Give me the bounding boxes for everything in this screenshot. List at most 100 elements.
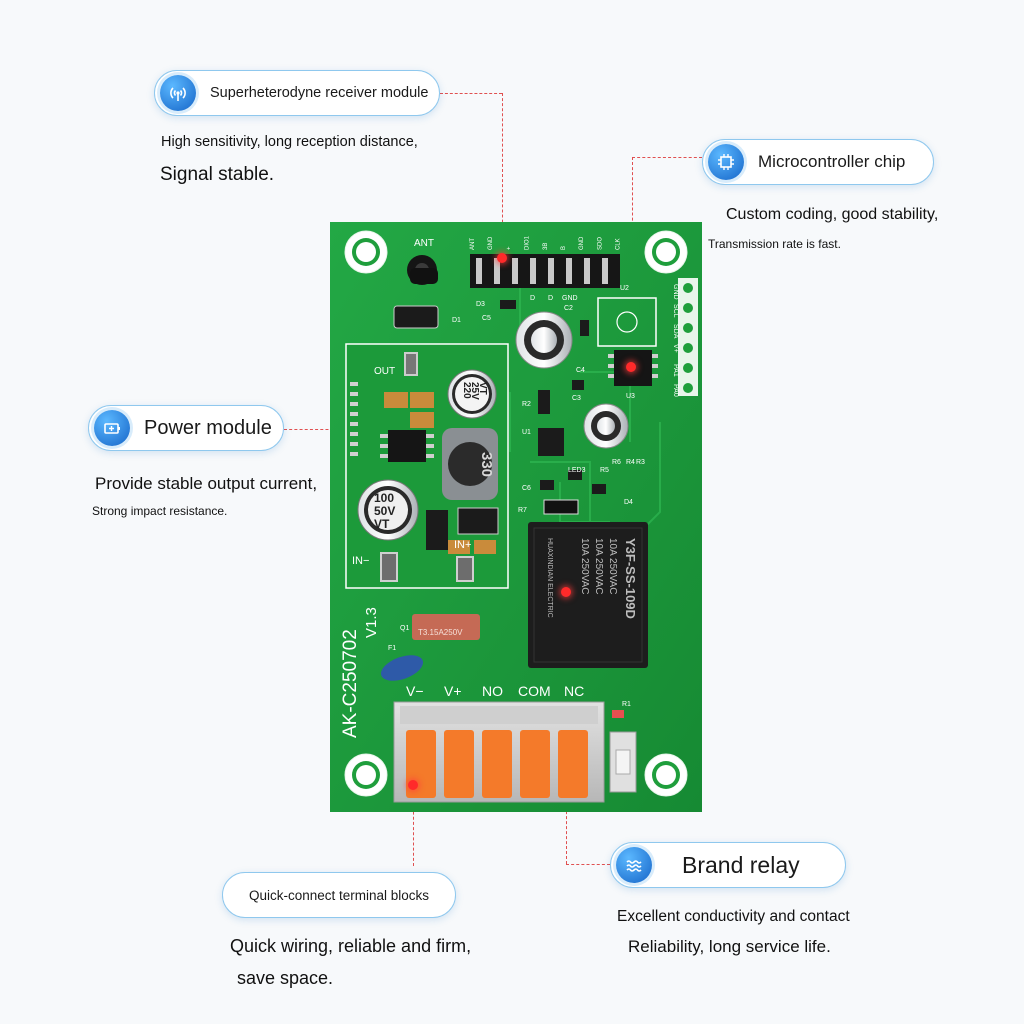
led1 bbox=[612, 710, 624, 718]
under-header-label: D bbox=[530, 295, 535, 302]
header-pin-label: 3B bbox=[543, 243, 549, 250]
designator-label: R4 bbox=[626, 459, 635, 466]
designator-label: C2 bbox=[564, 305, 573, 312]
designator-label: C3 bbox=[572, 395, 581, 402]
terminal-lever bbox=[482, 730, 512, 798]
relay-line: 10A 250VAC bbox=[579, 538, 590, 595]
relay-line: 10A 250VAC bbox=[593, 538, 604, 595]
designator-label: D1 bbox=[452, 317, 461, 324]
designator-label: R5 bbox=[600, 467, 609, 474]
designator-label: R3 bbox=[636, 459, 645, 466]
terminal-block bbox=[393, 701, 605, 803]
designator-label: D3 bbox=[476, 301, 485, 308]
cap-220-line: 25V bbox=[469, 382, 480, 400]
designator-label: R6 bbox=[612, 459, 621, 466]
cap-100-line: 50V bbox=[374, 504, 395, 518]
designator-label: R2 bbox=[522, 401, 531, 408]
designator-label: Q1 bbox=[400, 625, 409, 632]
u2-chip bbox=[597, 297, 657, 347]
relay-line2: Reliability, long service life. bbox=[628, 937, 831, 956]
fuse-f1 bbox=[412, 614, 480, 640]
fuse-text: T3.15A250V bbox=[418, 628, 463, 637]
receiver-line1: High sensitivity, long reception distanc… bbox=[161, 134, 418, 150]
designator-label: R1 bbox=[622, 701, 631, 708]
microcontroller-line2: Transmission rate is fast. bbox=[708, 237, 841, 251]
designator-label: C4 bbox=[576, 367, 585, 374]
relay bbox=[528, 522, 648, 668]
header-pin-label: GND bbox=[488, 236, 494, 250]
relay-line: 10A 250VAC bbox=[607, 538, 618, 595]
microcontroller-line1: Custom coding, good stability, bbox=[726, 206, 939, 223]
power-title: Power module bbox=[144, 416, 272, 439]
header-pin-label: GND bbox=[579, 236, 585, 250]
terminal-callout: Quick-connect terminal blocks bbox=[222, 872, 456, 918]
header-pin-label: DIO1 bbox=[525, 235, 531, 250]
terminal-leader-v bbox=[413, 786, 414, 866]
designator-label: C5 bbox=[482, 315, 491, 322]
side-pin-label: SDA bbox=[672, 324, 679, 339]
header-pin-label: B bbox=[561, 246, 567, 250]
antenna-coil bbox=[407, 255, 438, 285]
terminal-dot bbox=[408, 780, 418, 790]
terminal-label: V− bbox=[406, 683, 424, 699]
microcontroller-title: Microcontroller chip bbox=[758, 152, 906, 171]
inductor-330 bbox=[442, 428, 498, 500]
terminal-label: COM bbox=[518, 683, 551, 699]
terminal-label: NO bbox=[482, 683, 503, 699]
designator-label: U2 bbox=[620, 285, 629, 292]
designator-label: D4 bbox=[624, 499, 633, 506]
designator-label: F1 bbox=[388, 645, 396, 652]
relay-dot bbox=[561, 587, 571, 597]
inductor-text: 330 bbox=[478, 452, 495, 477]
tactile-button bbox=[609, 731, 637, 793]
side-pin-label: PA0 bbox=[672, 384, 679, 397]
designator-label: U3 bbox=[626, 393, 635, 400]
microcontroller-callout: Microcontroller chip bbox=[702, 139, 934, 185]
antenna-icon bbox=[160, 75, 196, 111]
terminal-line1: Quick wiring, reliable and firm, bbox=[230, 936, 472, 956]
ant-silk: ANT bbox=[414, 238, 434, 249]
relay-title: Brand relay bbox=[682, 851, 800, 878]
rf-header bbox=[470, 254, 620, 288]
designator-label: R7 bbox=[518, 507, 527, 514]
micro-dot bbox=[626, 362, 636, 372]
cap-220-line: 220 bbox=[461, 382, 472, 399]
side-pin-label: GND bbox=[672, 284, 679, 300]
side-pin-label: PA1 bbox=[672, 364, 679, 377]
relay-leader-h bbox=[566, 864, 610, 865]
capacitor-c3 bbox=[583, 403, 629, 449]
blue-capacitor bbox=[380, 655, 424, 681]
designator-label: LED3 bbox=[568, 467, 586, 474]
capacitor-c2 bbox=[515, 311, 573, 369]
terminal-lever bbox=[444, 730, 474, 798]
header-pin-label: ANT bbox=[470, 238, 476, 250]
header-pin-label: SDO bbox=[597, 237, 603, 250]
diode-d4 bbox=[543, 499, 579, 515]
designator-label: U1 bbox=[522, 429, 531, 436]
receiver-leader-v bbox=[502, 93, 503, 258]
terminal-lever bbox=[558, 730, 588, 798]
under-header-labels: D D GND bbox=[530, 295, 578, 302]
relay-line: HUAXINDIAN ELECTRIC bbox=[546, 538, 553, 618]
receiver-title: Superheterodyne receiver module bbox=[210, 85, 429, 101]
cap-100uf bbox=[357, 479, 419, 541]
relay-line1: Excellent conductivity and contact bbox=[617, 908, 850, 925]
power-out-silk: OUT bbox=[374, 366, 395, 377]
version-silk: V1.3 bbox=[363, 607, 380, 638]
side-connector bbox=[678, 278, 698, 396]
diode-d1 bbox=[393, 305, 439, 329]
designator-label: C6 bbox=[522, 485, 531, 492]
side-pin-label: V+ bbox=[672, 344, 679, 353]
power-module bbox=[345, 343, 509, 589]
chip-icon bbox=[708, 144, 744, 180]
under-header-label: D bbox=[548, 295, 553, 302]
receiver-leader-h bbox=[440, 93, 502, 94]
under-header-label: GND bbox=[562, 295, 578, 302]
